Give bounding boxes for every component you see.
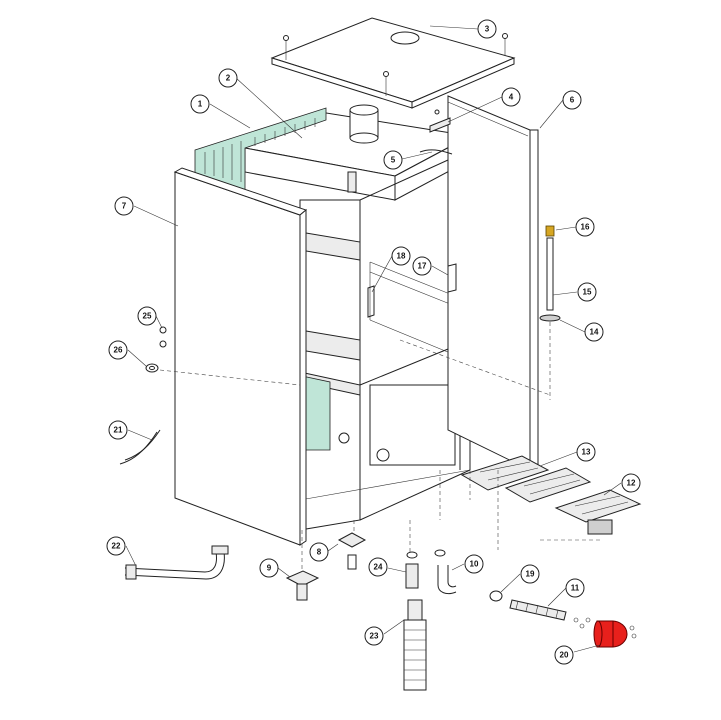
callout-11: 11 [565,578,585,598]
callout-13: 13 [576,442,596,462]
hose-23 [403,599,427,691]
trivet-13 [460,455,592,503]
cable-21 [119,429,161,465]
svg-text:11: 11 [571,584,580,593]
callout-12: 12 [621,473,641,493]
top-cover [243,104,472,201]
right-side-panel [447,95,539,471]
callout-3: 3 [477,19,497,39]
sensor-5 [347,149,453,193]
ring-19 [489,590,503,602]
trivet-12 [554,489,642,535]
elbow-10 [437,565,457,595]
svg-text:13: 13 [582,448,591,457]
foot-9 [285,570,320,601]
callout-10: 10 [464,554,484,574]
callout-15: 15 [577,282,597,302]
bracket-18 [367,285,375,318]
leader-lines [125,25,622,653]
callout-20: 20 [554,645,574,665]
svg-text:5: 5 [391,156,396,165]
callouts: 1 2 3 4 5 6 7 8 9 10 11 12 13 14 15 16 1… [106,19,641,665]
svg-text:1: 1 [198,100,203,109]
callout-21: 21 [108,420,128,440]
callout-17: 17 [412,256,432,276]
callout-6: 6 [562,90,582,110]
fitting-24 [405,549,446,589]
svg-text:24: 24 [374,563,383,572]
tube-11 [509,599,567,621]
svg-text:15: 15 [583,288,592,297]
svg-text:23: 23 [370,632,379,641]
callout-7: 7 [114,196,134,216]
svg-text:7: 7 [122,202,127,211]
callout-26: 26 [108,340,128,360]
svg-text:4: 4 [509,93,514,102]
svg-text:19: 19 [526,570,535,579]
grommet-26 [145,363,159,373]
screws-25 [159,326,167,348]
knob-20 [573,617,637,648]
svg-text:21: 21 [114,426,123,435]
callout-2: 2 [218,68,238,88]
callout-22: 22 [106,536,126,556]
svg-text:6: 6 [570,96,575,105]
svg-text:20: 20 [560,651,569,660]
svg-text:17: 17 [418,262,427,271]
svg-text:3: 3 [485,25,490,34]
svg-text:16: 16 [581,223,590,232]
callout-19: 19 [520,564,540,584]
bracket-4 [429,109,451,133]
svg-text:2: 2 [226,74,231,83]
callout-4: 4 [501,87,521,107]
callout-23: 23 [364,626,384,646]
callout-1: 1 [190,94,210,114]
bracket-17 [447,263,457,293]
svg-text:18: 18 [397,252,406,261]
svg-text:25: 25 [143,312,152,321]
svg-text:22: 22 [112,542,121,551]
callout-8: 8 [309,542,329,562]
callout-25: 25 [137,306,157,326]
svg-text:10: 10 [470,560,479,569]
svg-text:26: 26 [114,346,123,355]
svg-text:12: 12 [627,479,636,488]
hose-22 [124,545,229,580]
svg-text:14: 14 [590,328,599,337]
rod-assembly [539,225,561,400]
left-side-panel [173,167,308,546]
top-lid [270,17,516,109]
svg-text:8: 8 [317,548,322,557]
svg-text:9: 9 [267,564,272,573]
callout-5: 5 [383,150,403,170]
callout-14: 14 [584,322,604,342]
callout-9: 9 [259,558,279,578]
callout-24: 24 [368,557,388,577]
callout-16: 16 [575,217,595,237]
foot-8 [337,532,367,570]
assembly-lines [159,339,600,625]
callout-18: 18 [391,246,411,266]
